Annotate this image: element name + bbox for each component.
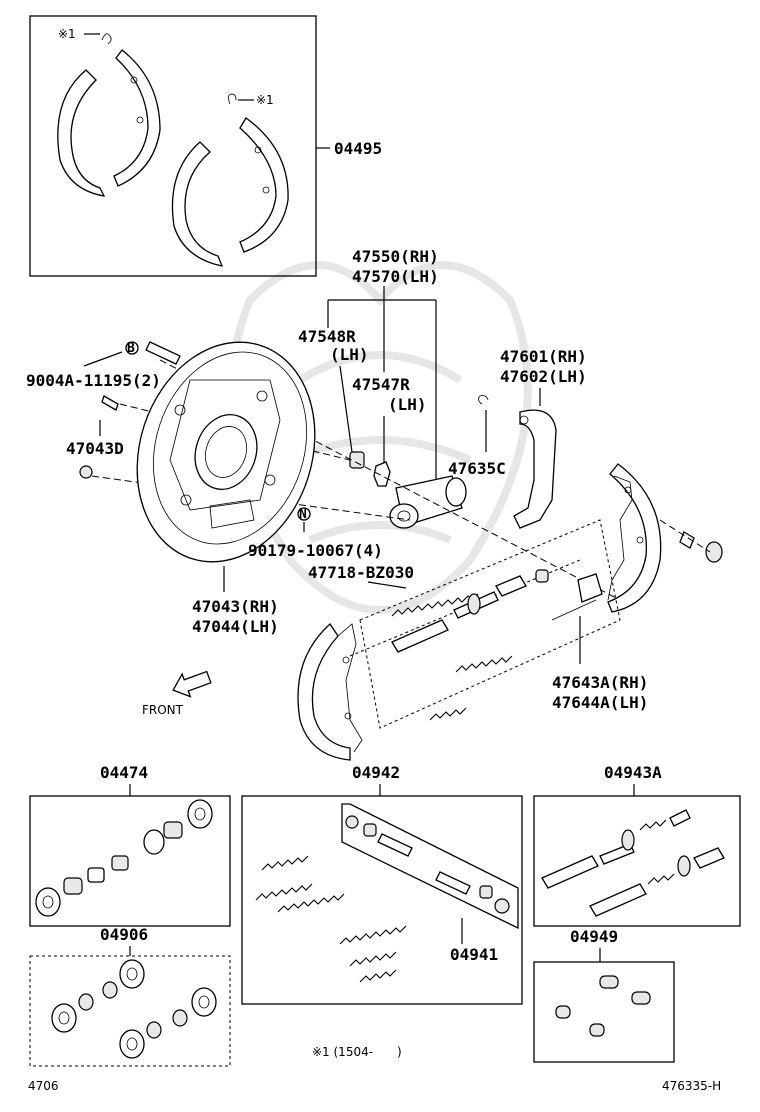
label-47550: 47550(RH) bbox=[352, 247, 439, 266]
axis-dash-4 bbox=[659, 519, 711, 553]
label-47043: 47043(RH) bbox=[192, 597, 279, 616]
adjuster-lever bbox=[577, 573, 603, 603]
spring-assembly: 47718-BZ030 bbox=[308, 519, 621, 729]
tag-b-circle bbox=[125, 341, 139, 355]
parking-lever-group: 47601(RH) 47602(LH) 47635C bbox=[448, 347, 587, 529]
label-47718: 47718-BZ030 bbox=[308, 563, 414, 582]
label-04941: 04941 bbox=[450, 945, 498, 964]
kit-04943a-group: 04943A bbox=[533, 763, 741, 927]
front-arrow-group: FRONT bbox=[142, 670, 212, 717]
label-04949: 04949 bbox=[570, 927, 618, 946]
tag-n: N bbox=[299, 507, 307, 522]
plate-bolt bbox=[101, 395, 119, 411]
tag-n-circle bbox=[297, 507, 311, 521]
kit-04943a-frame bbox=[533, 795, 741, 927]
wheel-cylinder bbox=[389, 475, 467, 529]
right-shoe-group: 47643A(RH) 47644A(LH) bbox=[551, 463, 723, 712]
backing-plate bbox=[136, 341, 316, 563]
ref-right: 476335-H bbox=[662, 1079, 721, 1093]
front-label: FRONT bbox=[142, 703, 184, 717]
label-47644a: 47644A(LH) bbox=[552, 693, 648, 712]
label-47602: 47602(LH) bbox=[500, 367, 587, 386]
kit-04941-frame bbox=[341, 803, 519, 930]
bolt-leader bbox=[83, 351, 123, 367]
note-mark-1: ※1 bbox=[58, 27, 76, 41]
kit-04949-frame bbox=[533, 961, 675, 1063]
spring-set-leader bbox=[367, 581, 407, 589]
brake-shoe-kit-box: 04495 ※1 ※1 bbox=[29, 15, 382, 277]
left-shoe-group bbox=[297, 623, 363, 761]
label-47548r: 47548R bbox=[298, 327, 356, 346]
kit-04474-frame bbox=[29, 795, 231, 927]
kit-04942-group: 04942 04941 bbox=[241, 763, 523, 1005]
lever-clip bbox=[478, 395, 489, 405]
label-04906: 04906 bbox=[100, 925, 148, 944]
label-04495: 04495 bbox=[334, 139, 382, 158]
kit-04906-frame bbox=[29, 955, 231, 1067]
adjuster-socket bbox=[535, 569, 549, 583]
bleeder-screw bbox=[373, 461, 391, 487]
backing-plate-group: B 9004A-11195(2) 47043D N 90179-10067(4)… bbox=[26, 341, 621, 636]
label-47570: 47570(LH) bbox=[352, 267, 439, 286]
kit-04949-group: 04949 bbox=[533, 927, 675, 1063]
label-47635c: 47635C bbox=[448, 459, 506, 478]
small-clip-1 bbox=[101, 33, 112, 45]
hold-down-cup bbox=[705, 541, 723, 563]
label-47643a: 47643A(RH) bbox=[552, 673, 648, 692]
brake-shoe-2 bbox=[171, 117, 289, 267]
label-47548r-lh: (LH) bbox=[330, 345, 369, 364]
shoe-kit-frame bbox=[29, 15, 317, 277]
small-spring bbox=[429, 707, 467, 721]
adjuster-fork bbox=[495, 575, 527, 597]
tag-b: B bbox=[127, 341, 135, 356]
label-04474: 04474 bbox=[100, 763, 148, 782]
adjuster-link bbox=[551, 599, 597, 621]
label-04942: 04942 bbox=[352, 763, 400, 782]
label-47601: 47601(RH) bbox=[500, 347, 587, 366]
axis-dash-1 bbox=[159, 359, 621, 601]
boot-leader bbox=[339, 365, 353, 453]
label-47043d: 47043D bbox=[66, 439, 124, 458]
strut bbox=[391, 619, 449, 653]
bleeder-cap bbox=[349, 451, 365, 469]
brake-shoe-1 bbox=[57, 49, 161, 197]
label-47547r: 47547R bbox=[352, 375, 410, 394]
spring-dashed-outline bbox=[359, 519, 621, 729]
small-clip-2 bbox=[228, 93, 237, 105]
left-brake-shoe bbox=[297, 623, 351, 761]
kit-04474-group: 04474 bbox=[29, 763, 231, 927]
ref-left: 4706 bbox=[28, 1079, 59, 1093]
hub-bolt bbox=[145, 341, 181, 365]
label-04943a: 04943A bbox=[604, 763, 662, 782]
front-arrow-icon bbox=[172, 670, 212, 698]
right-brake-shoe bbox=[607, 463, 662, 613]
label-9004a: 9004A-11195(2) bbox=[26, 371, 161, 390]
cylinder-bracket-leader bbox=[327, 286, 437, 480]
plate-nut bbox=[79, 465, 93, 479]
upper-return-spring bbox=[391, 593, 479, 617]
label-47547r-lh: (LH) bbox=[388, 395, 427, 414]
footnote: ※1 (1504- ) bbox=[312, 1045, 402, 1059]
label-47044: 47044(LH) bbox=[192, 617, 279, 636]
note-mark-2: ※1 bbox=[256, 93, 274, 107]
kit-04906-group: 04906 bbox=[29, 925, 231, 1067]
adjuster-wheel bbox=[467, 593, 481, 615]
lower-return-spring bbox=[455, 655, 513, 673]
label-90179: 90179-10067(4) bbox=[248, 541, 383, 560]
kit-04942-frame bbox=[241, 795, 523, 1005]
parking-lever bbox=[513, 409, 557, 529]
hold-down-spring bbox=[679, 531, 695, 549]
wheel-cylinder-group: 47550(RH) 47570(LH) 47548R (LH) 47547R (… bbox=[298, 247, 467, 529]
